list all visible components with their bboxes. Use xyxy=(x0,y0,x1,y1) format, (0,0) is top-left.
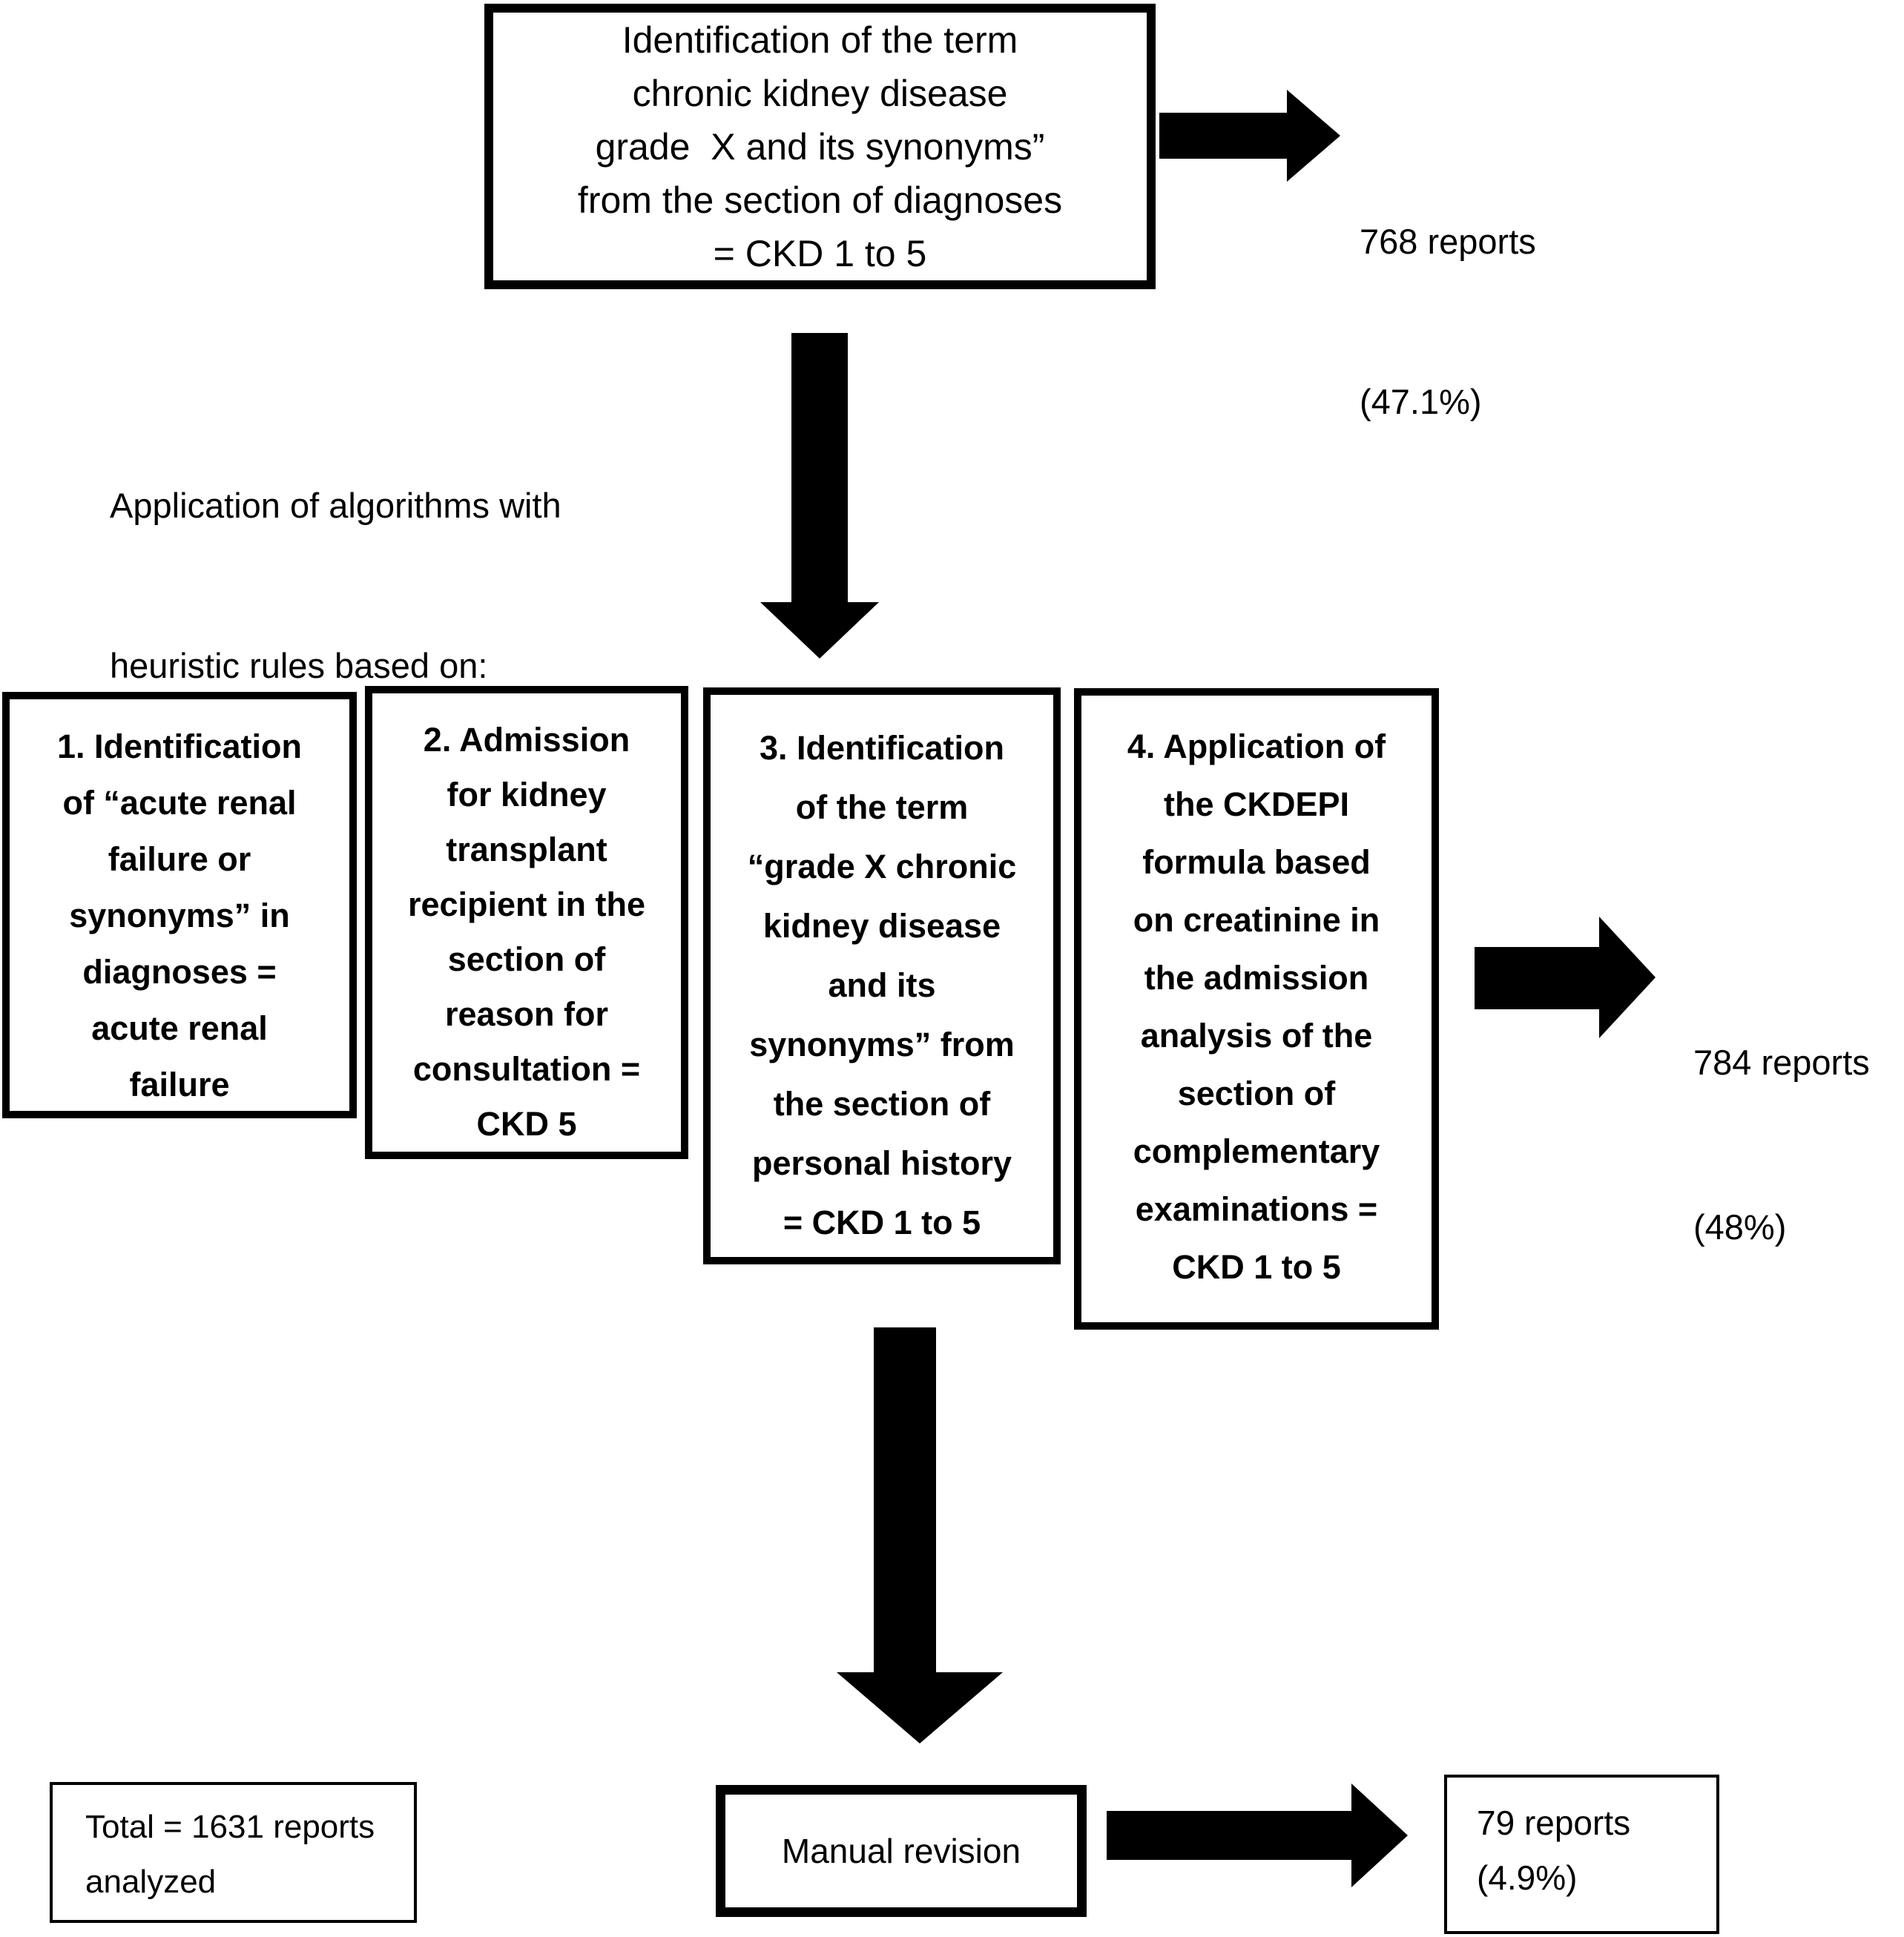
node-rule-1-acute-renal-failure: 1. Identification of “acute renal failur… xyxy=(2,692,357,1118)
node-text-line: CKD 5 xyxy=(476,1105,577,1143)
node-text-line: consultation = xyxy=(412,1050,641,1088)
node-text-line: and its xyxy=(828,966,936,1004)
node-text-line: chronic kidney disease xyxy=(632,72,1008,114)
node-rule-2-kidney-transplant: 2. Admission for kidney transplant recip… xyxy=(365,686,688,1159)
node-text-line: synonyms” from xyxy=(749,1026,1015,1063)
node-text-line: for kidney xyxy=(447,776,607,814)
node-text-line: examinations = xyxy=(1135,1190,1378,1228)
node-text-line: = CKD 1 to 5 xyxy=(713,232,927,274)
node-text-line: Total = 1631 reports xyxy=(85,1809,375,1845)
node-text-line: 2. Admission xyxy=(423,721,630,759)
node-text-line: analysis of the xyxy=(1140,1017,1373,1055)
label-784-reports: 784 reports (48%) xyxy=(1693,925,1870,1365)
node-total-analyzed: Total = 1631 reports analyzed xyxy=(50,1782,417,1923)
node-text-line: 3. Identification xyxy=(759,729,1005,767)
arrow-shaft xyxy=(1107,1811,1351,1860)
node-rule-3-grade-x-ckd: 3. Identification of the term “grade X c… xyxy=(703,687,1061,1264)
arrow-shaft xyxy=(791,333,848,602)
node-text-line: grade X and its synonyms” xyxy=(595,125,1045,168)
node-text-line: reason for xyxy=(444,995,609,1033)
node-text-line: Manual revision xyxy=(781,1832,1021,1870)
node-text-line: 4. Application of xyxy=(1127,727,1386,765)
node-text-line: the section of xyxy=(773,1085,991,1123)
node-text-line: kidney disease xyxy=(762,907,1001,945)
node-text-line: complementary xyxy=(1133,1132,1380,1170)
result-percentage: (4.9%) xyxy=(1477,1858,1578,1897)
arrow-right-head-icon xyxy=(1351,1783,1408,1887)
node-text-line: formula based xyxy=(1142,843,1371,881)
node-text-line: the admission xyxy=(1144,959,1369,997)
node-text-line: transplant xyxy=(446,831,607,868)
node-text-line: of “acute renal xyxy=(62,784,297,822)
arrow-shaft xyxy=(1475,947,1599,1009)
node-text-line: acute renal xyxy=(91,1009,268,1047)
arrow-right-head-icon xyxy=(1287,90,1340,182)
result-count: 79 reports xyxy=(1477,1804,1631,1842)
node-text-line: on creatinine in xyxy=(1133,901,1380,939)
arrow-down-head-icon xyxy=(760,602,879,659)
node-text-line: 1. Identification xyxy=(56,727,303,765)
node-text-line: = CKD 1 to 5 xyxy=(783,1204,981,1241)
annotation-line: Application of algorithms with xyxy=(110,486,561,525)
node-text-line: “grade X chronic xyxy=(747,848,1017,885)
result-percentage: (48%) xyxy=(1693,1207,1787,1247)
node-text-line: the CKDEPI xyxy=(1163,785,1350,823)
result-percentage: (47.1%) xyxy=(1360,382,1482,421)
node-text-line: personal history xyxy=(751,1144,1012,1182)
node-rule-4-ckdepi-formula: 4. Application of the CKDEPI formula bas… xyxy=(1074,688,1439,1330)
node-79-reports: 79 reports (4.9%) xyxy=(1444,1775,1719,1934)
node-text-line: synonyms” in xyxy=(69,897,290,934)
label-algorithms-note: Application of algorithms with heuristic… xyxy=(110,372,561,799)
node-manual-revision: Manual revision xyxy=(716,1785,1087,1917)
node-text-line: section of xyxy=(447,940,606,978)
arrow-right-head-icon xyxy=(1599,917,1656,1038)
node-text-line: failure or xyxy=(108,840,251,878)
node-text-line: failure xyxy=(129,1066,230,1103)
node-text-line: Identification of the term xyxy=(622,19,1018,61)
node-text-line: analyzed xyxy=(85,1864,217,1900)
node-text-line: recipient in the xyxy=(407,885,646,923)
node-text-line: CKD 1 to 5 xyxy=(1172,1248,1341,1286)
node-text-line: diagnoses = xyxy=(82,953,277,991)
arrow-shaft xyxy=(874,1327,936,1672)
node-text-line: from the section of diagnoses xyxy=(577,179,1063,221)
annotation-line: heuristic rules based on: xyxy=(110,646,488,685)
node-text-line: of the term xyxy=(795,788,969,826)
label-768-reports: 768 reports (47.1%) xyxy=(1360,108,1536,535)
result-count: 784 reports xyxy=(1693,1043,1870,1082)
node-text-line: section of xyxy=(1177,1075,1336,1112)
arrow-down-head-icon xyxy=(837,1672,1003,1743)
result-count: 768 reports xyxy=(1360,222,1536,261)
node-term-identification: Identification of the term chronic kidne… xyxy=(484,4,1156,289)
arrow-shaft xyxy=(1159,113,1287,159)
